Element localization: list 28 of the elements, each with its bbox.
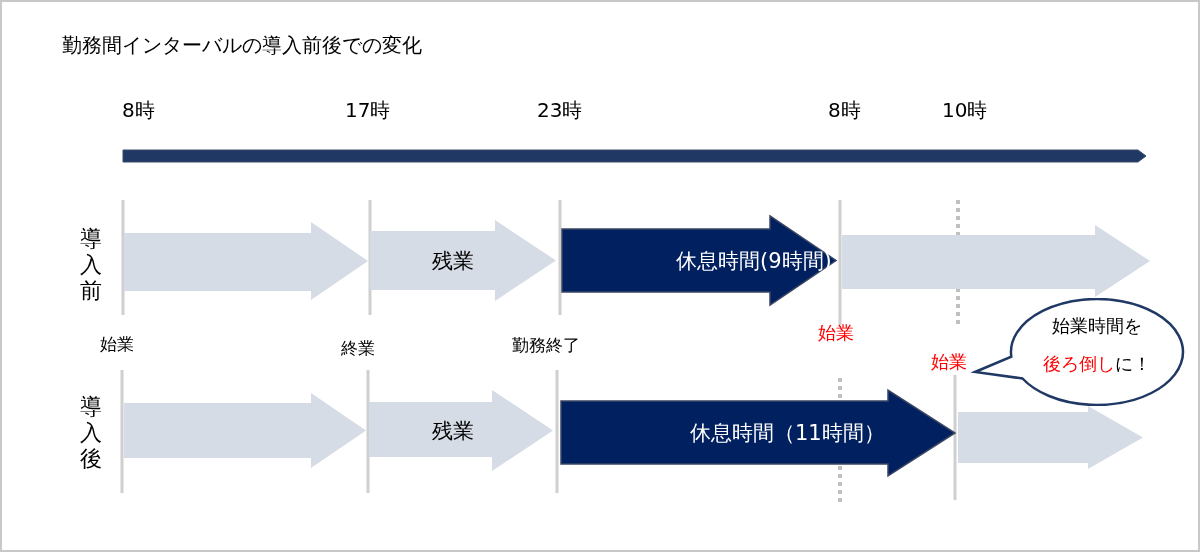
row-label: 導入後 <box>80 394 102 472</box>
bubble-text: 始業時間を <box>1052 315 1142 336</box>
row-label: 導入前 <box>80 226 102 304</box>
arrow-label: 残業 <box>432 417 474 445</box>
time-label: 8時 <box>122 98 155 122</box>
period-band <box>561 390 955 476</box>
time-label: 8時 <box>828 98 861 122</box>
time-label: 23時 <box>537 98 583 122</box>
bubble-text: に！ <box>1115 353 1151 374</box>
event-label: 始業 <box>818 321 854 345</box>
event-label: 始業 <box>931 350 967 374</box>
time-label: 10時 <box>942 98 988 122</box>
highlighted-text: 後ろ倒し <box>1043 353 1115 374</box>
time-label: 17時 <box>345 98 391 122</box>
arrow-label: 休息時間（11時間） <box>690 420 885 447</box>
period-band <box>370 220 556 301</box>
period-band <box>562 216 836 305</box>
period-band <box>842 225 1150 297</box>
event-label: 始業 <box>100 333 134 356</box>
period-band <box>369 390 553 471</box>
title: 勤務間インターバルの導入前後での変化 <box>62 32 422 58</box>
event-label: 勤務終了 <box>512 334 580 357</box>
arrow-label: 残業 <box>432 247 474 275</box>
period-band <box>124 393 366 468</box>
speech-bubble <box>970 298 1186 406</box>
period-band <box>124 222 368 300</box>
period-band <box>958 406 1143 469</box>
event-label: 終業 <box>341 337 375 360</box>
